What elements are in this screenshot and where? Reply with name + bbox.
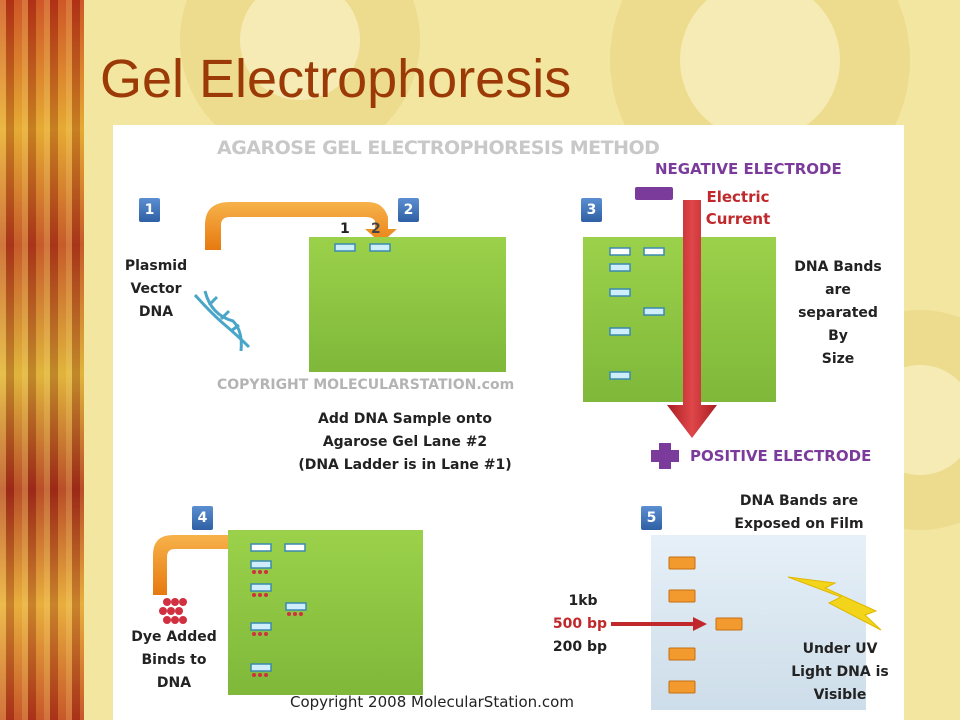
lane-number-1: 1 (340, 221, 350, 237)
electrophoresis-diagram: AGAROSE GEL ELECTROPHORESIS METHOD 1 2 3… (113, 125, 904, 720)
negative-electrode-bar (635, 187, 673, 200)
ladder-label-500bp: 500 bp (552, 616, 608, 632)
dna-helix-icon (193, 290, 251, 352)
ladder-label-200bp: 200 bp (552, 639, 608, 655)
electric-current-label: Electric Current (705, 188, 771, 228)
dna-bands-separated-label: DNA Bands are separated By Size (794, 259, 882, 367)
diagram-graphics (153, 187, 882, 710)
ladder-pointer-arrow (611, 617, 707, 631)
dye-label: Dye Added Binds to DNA (131, 629, 217, 691)
copyright-watermark: COPYRIGHT MOLECULARSTATION.com (217, 377, 515, 393)
step-5-badge: 5 (641, 506, 662, 530)
film-exposure-label: DNA Bands are Exposed on Film (734, 493, 864, 532)
slide-title: Gel Electrophoresis (100, 49, 572, 109)
diagram-header: AGAROSE GEL ELECTROPHORESIS METHOD (217, 137, 660, 159)
step-3-badge: 3 (581, 198, 602, 222)
decorative-left-strip (0, 0, 84, 720)
uv-lightning-icon (787, 576, 882, 631)
ladder-label-1kb: 1kb (568, 593, 598, 609)
plasmid-label: Plasmid Vector DNA (124, 258, 188, 320)
dye-molecules-icon (159, 598, 187, 624)
negative-electrode-label: NEGATIVE ELECTRODE (655, 160, 842, 178)
positive-electrode-label: POSITIVE ELECTRODE (690, 447, 872, 465)
uv-visible-label: Under UV Light DNA is Visible (791, 641, 889, 703)
footer-copyright: Copyright 2008 MolecularStation.com (290, 693, 574, 711)
positive-electrode-icon (651, 443, 679, 469)
lane-number-2: 2 (371, 221, 381, 237)
step2-caption: Add DNA Sample onto Agarose Gel Lane #2 … (298, 411, 512, 473)
current-arrow (667, 200, 717, 438)
step-1-badge: 1 (139, 198, 160, 222)
transfer-arrow-1 (205, 202, 397, 250)
gel-step2 (309, 237, 506, 372)
step-2-badge: 2 (398, 198, 419, 222)
step-4-badge: 4 (192, 506, 213, 530)
